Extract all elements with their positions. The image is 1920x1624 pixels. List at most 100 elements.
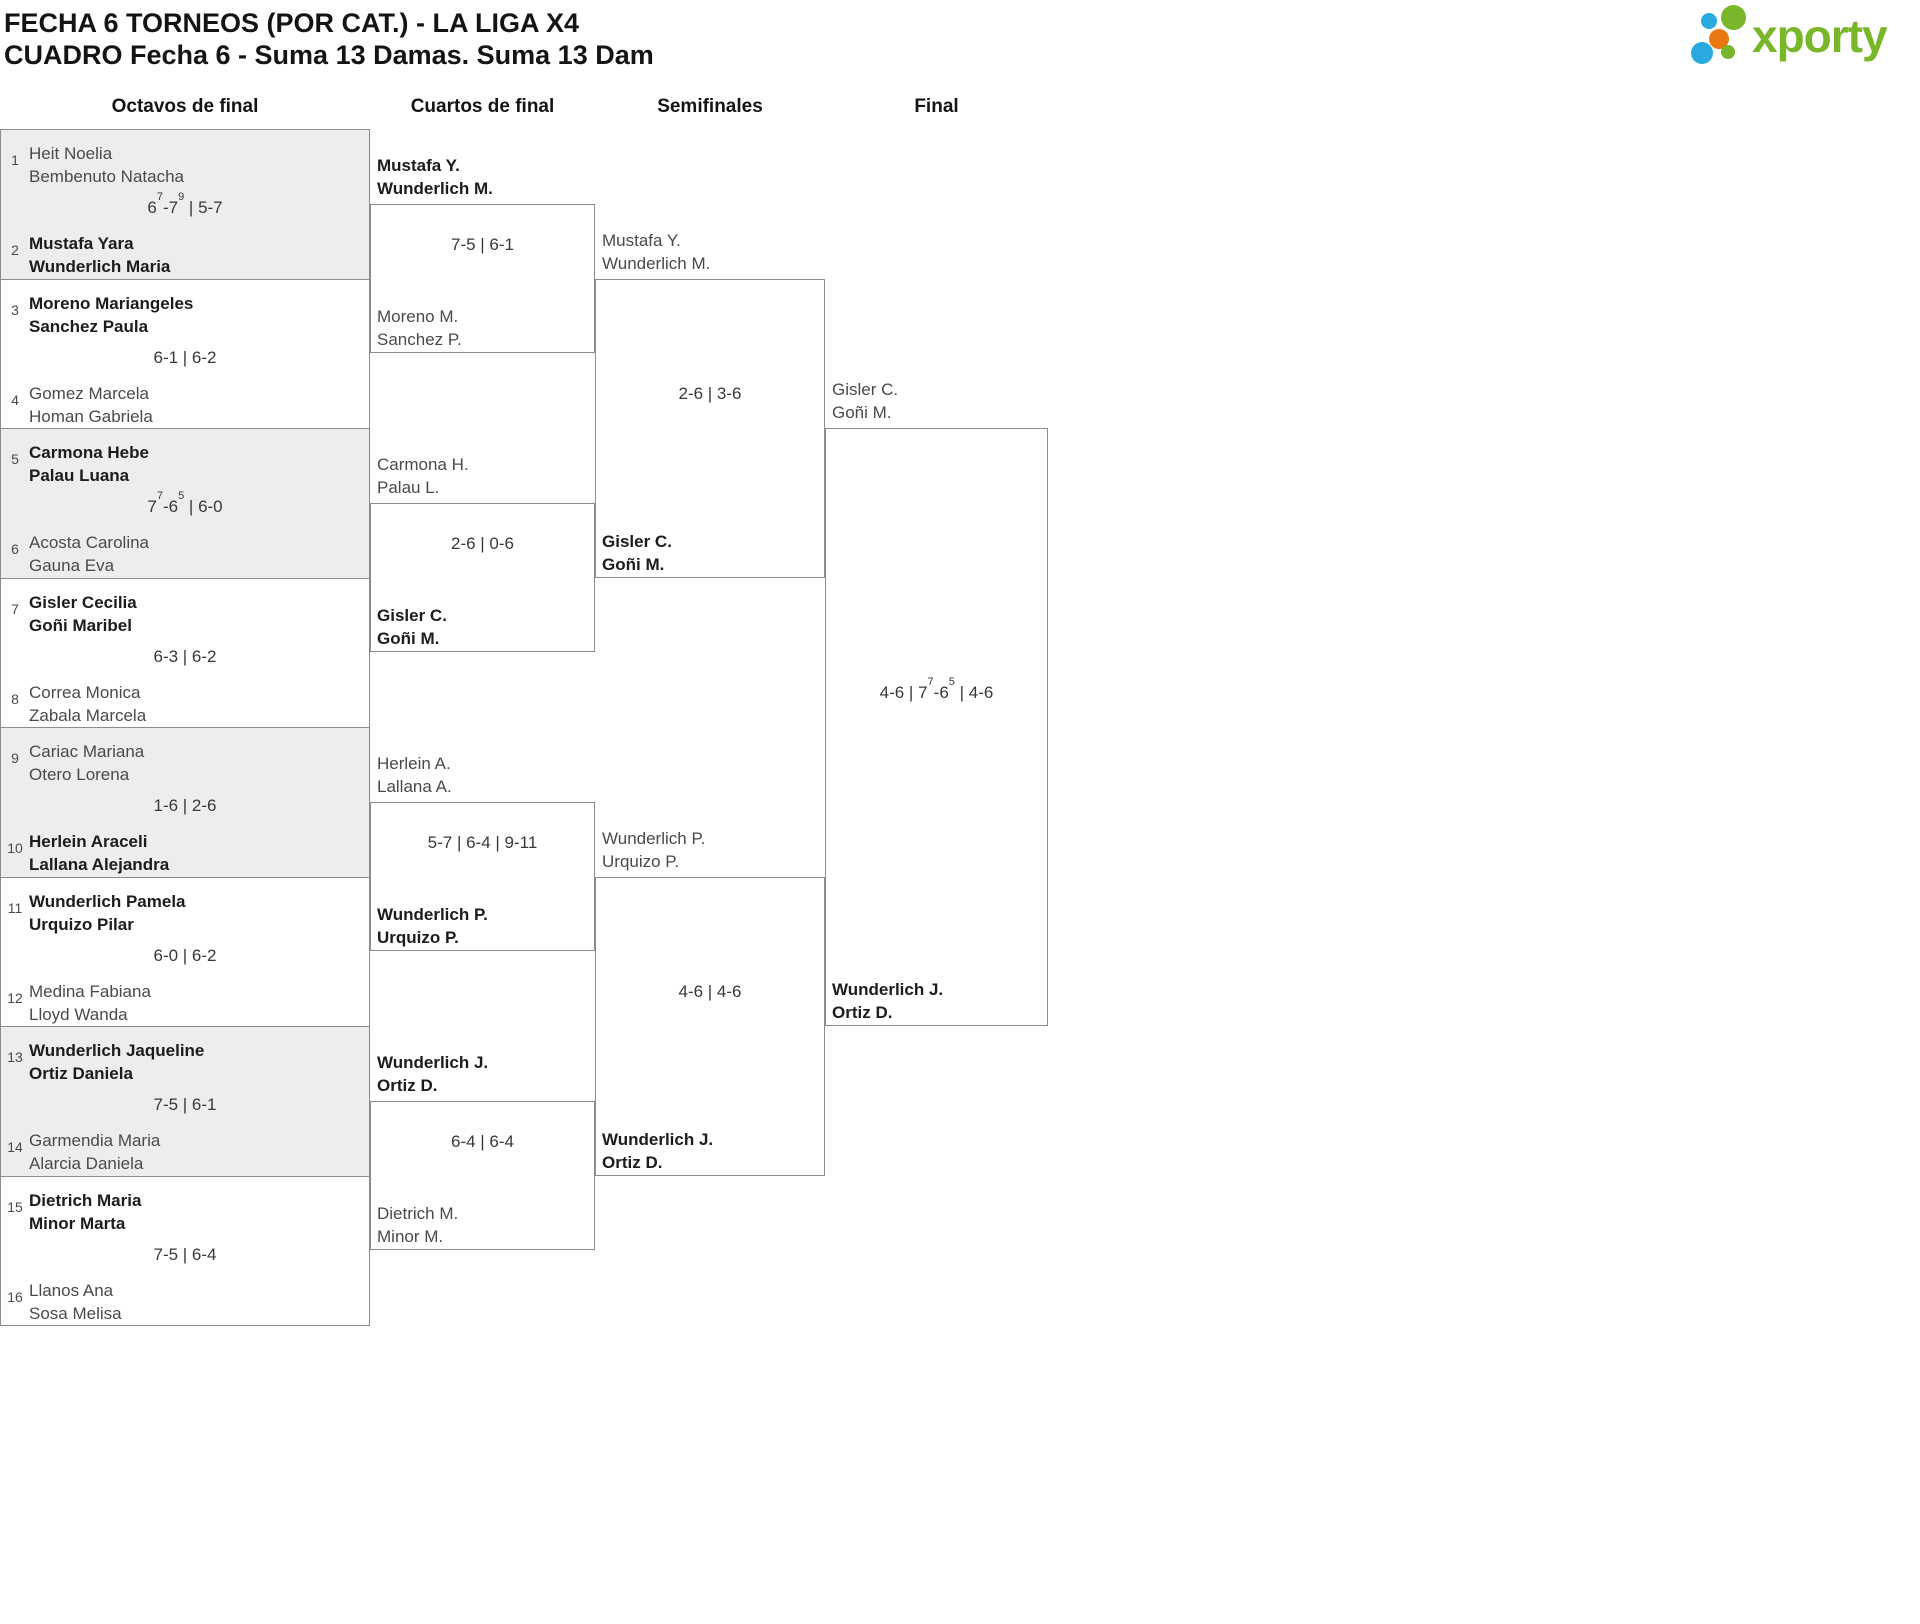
cuartos-match-4-connector (370, 1100, 595, 1251)
team-name-line: Sanchez P. (377, 330, 462, 350)
match-score: 6-0 | 6-2 (153, 945, 217, 965)
match-score: 7-5 | 6-1 (153, 1095, 217, 1114)
round-header-cuartos: Cuartos de final (410, 96, 555, 117)
team-name-line: Gisler C. (832, 380, 899, 399)
team-name-line: Mustafa Y. (602, 230, 681, 250)
team-name-line: Urquizo P. (377, 928, 459, 948)
logo-dot-blue-big (1691, 42, 1713, 64)
seed-number: 2 (11, 242, 19, 258)
seed-number: 6 (11, 541, 19, 557)
final-match-1-connector (825, 428, 1048, 1026)
match-score: 7-5 | 6-4 (153, 1244, 217, 1264)
team-name-line: Correa Monica (29, 682, 141, 702)
team-name-line: Moreno M. (377, 307, 459, 327)
seed-number: 7 (11, 600, 19, 617)
seed-number: 16 (7, 1288, 23, 1305)
seed-number: 14 (7, 1139, 23, 1155)
seed-number: 15 (7, 1198, 23, 1215)
team-name-line: Wunderlich Pamela (29, 891, 186, 911)
logo-wordmark: xporty (1752, 10, 1888, 62)
match-score: 67-79 | 5-7 (147, 191, 223, 217)
seed-number: 9 (11, 750, 19, 766)
round-header-octavos: Octavos de final (111, 96, 259, 117)
logo-dot-green-small (1721, 45, 1735, 59)
match-score: 6-3 | 6-2 (153, 646, 217, 666)
seed-number: 12 (7, 989, 23, 1006)
team-name-line: Mustafa Y. (377, 155, 460, 175)
team-name-line: Gisler C. (602, 531, 672, 551)
team-name-line: Goñi Maribel (29, 615, 132, 635)
page-subtitle: CUADRO Fecha 6 - Suma 13 Damas. Suma 13 … (4, 40, 654, 70)
team-name-line: Carmona H. (377, 454, 469, 474)
seed-number: 4 (11, 391, 19, 408)
seed-number: 8 (11, 690, 19, 707)
team-name-line: Gisler Cecilia (29, 592, 137, 612)
semifinales-match-1-connector (595, 278, 825, 578)
team-name-line: Ortiz D. (602, 1152, 663, 1172)
page-title: FECHA 6 TORNEOS (POR CAT.) - LA LIGA X4 (4, 8, 580, 38)
team-name-line: Sosa Melisa (29, 1303, 122, 1323)
team-name-line: Wunderlich Jaqueline (29, 1041, 205, 1060)
team-name-line: Ortiz Daniela (29, 1064, 133, 1083)
match-score: 1-6 | 2-6 (153, 796, 217, 815)
seed-number: 3 (11, 301, 19, 318)
team-name-line: Herlein A. (377, 753, 451, 773)
team-name-line: Urquizo P. (602, 851, 680, 871)
round-header-final: Final (914, 96, 959, 117)
team-name-line: Wunderlich P. (602, 828, 706, 848)
team-name-line: Palau Luana (29, 466, 130, 485)
match-score: 5-7 | 6-4 | 9-11 (427, 832, 538, 852)
team-name-line: Wunderlich J. (832, 980, 944, 999)
cuartos-match-3-connector (370, 801, 595, 952)
team-name-line: Herlein Araceli (29, 832, 148, 851)
team-name-line: Urquizo Pilar (29, 914, 134, 934)
logo-dot-green-big (1721, 5, 1746, 30)
match-score: 2-6 | 0-6 (450, 533, 514, 553)
team-name-line: Gisler C. (377, 606, 447, 626)
round-header-semifinales: Semifinales (657, 96, 763, 117)
team-name-line: Wunderlich M. (602, 253, 711, 273)
team-name-line: Goñi M. (832, 403, 892, 422)
team-name-line: Goñi M. (377, 629, 440, 649)
team-name-line: Acosta Carolina (29, 533, 150, 552)
team-name-line: Zabala Marcela (29, 705, 147, 725)
logo-dot-blue-small (1701, 13, 1717, 29)
team-name-line: Otero Lorena (29, 765, 130, 784)
team-name-line: Palau L. (377, 477, 440, 497)
team-name-line: Mustafa Yara (29, 234, 134, 253)
match-score: 77-65 | 6-0 (147, 490, 223, 516)
seed-number: 10 (7, 840, 23, 856)
team-name-line: Carmona Hebe (29, 443, 149, 462)
team-name-line: Cariac Mariana (29, 742, 145, 761)
team-name-line: Ortiz D. (832, 1003, 893, 1022)
team-name-line: Alarcia Daniela (29, 1154, 144, 1173)
seed-number: 13 (7, 1049, 23, 1065)
team-name-line: Minor Marta (29, 1213, 126, 1233)
match-score: 6-4 | 6-4 (450, 1131, 514, 1151)
team-name-line: Wunderlich J. (602, 1129, 714, 1149)
semifinales-match-2-connector (595, 876, 825, 1176)
team-name-line: Wunderlich P. (377, 905, 488, 925)
team-name-line: Gauna Eva (29, 556, 115, 575)
team-name-line: Wunderlich M. (377, 178, 493, 198)
team-name-line: Garmendia Maria (29, 1131, 161, 1150)
seed-number: 11 (7, 899, 23, 916)
team-name-line: Lloyd Wanda (29, 1004, 128, 1024)
team-name-line: Moreno Mariangeles (29, 293, 194, 313)
team-name-line: Bembenuto Natacha (29, 167, 184, 186)
team-name-line: Dietrich M. (377, 1204, 459, 1224)
team-name-line: Minor M. (377, 1227, 444, 1247)
cuartos-match-2-connector (370, 502, 595, 653)
match-score: 7-5 | 6-1 (450, 234, 514, 254)
team-name-line: Sanchez Paula (29, 316, 149, 336)
team-name-line: Lallana Alejandra (29, 855, 170, 874)
match-score: 4-6 | 4-6 (678, 982, 742, 1001)
